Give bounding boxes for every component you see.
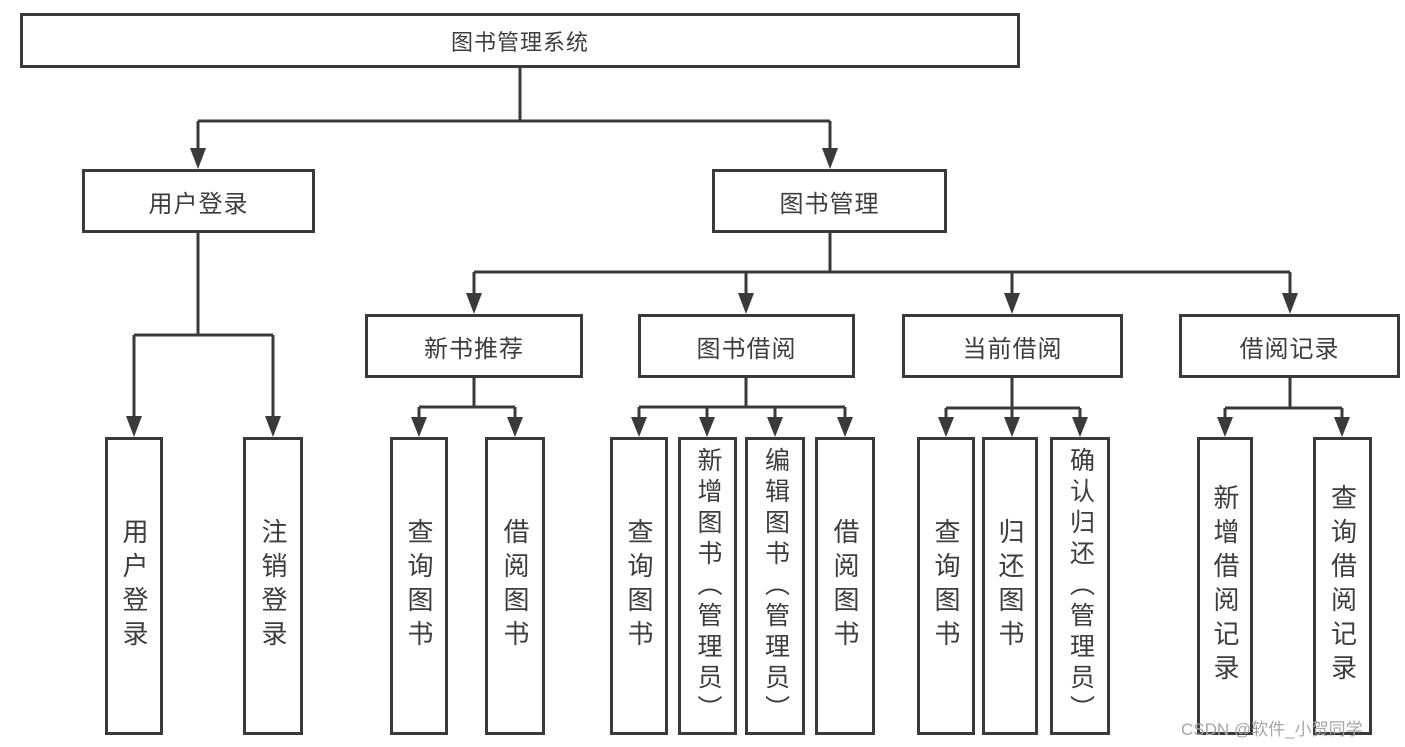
leaf-add-book-admin: 新增图书（管理员） xyxy=(678,437,737,735)
arrowhead-icon xyxy=(738,293,754,314)
node-root: 图书管理系统 xyxy=(20,13,1020,68)
connector-current-borrowing-to-leaves xyxy=(938,378,1088,437)
connector-book-borrowing-to-leaves xyxy=(631,378,853,437)
leaf-query-books-current: 查询图书 xyxy=(917,437,975,735)
node-user-login: 用户登录 xyxy=(82,169,315,233)
leaf-confirm-return-admin: 确认归还（管理员） xyxy=(1050,437,1110,735)
leaf-query-books-recommend: 查询图书 xyxy=(390,437,448,735)
node-book-borrowing: 图书借阅 xyxy=(638,314,855,378)
leaf-add-borrow-record: 新增借阅记录 xyxy=(1197,437,1253,735)
arrowhead-icon xyxy=(631,417,647,437)
leaf-query-borrow-record: 查询借阅记录 xyxy=(1313,437,1372,735)
leaf-edit-book-admin: 编辑图书（管理员） xyxy=(745,437,805,735)
leaf-query-books-borrowing: 查询图书 xyxy=(610,437,668,735)
leaf-logout: 注销登录 xyxy=(243,437,303,735)
arrowhead-icon xyxy=(507,417,523,437)
node-book-management: 图书管理 xyxy=(712,169,947,233)
connector-root-to-level2 xyxy=(190,68,838,169)
arrowhead-icon xyxy=(1072,417,1088,437)
arrowhead-icon xyxy=(1217,417,1233,437)
arrowhead-icon xyxy=(822,148,838,169)
node-new-book-recommendation: 新书推荐 xyxy=(365,314,583,378)
leaf-borrow-books-recommend: 借阅图书 xyxy=(485,437,545,735)
arrowhead-icon xyxy=(699,417,715,437)
connector-borrowing-records-to-leaves xyxy=(1217,378,1350,437)
node-current-borrowing: 当前借阅 xyxy=(902,314,1123,378)
arrowhead-icon xyxy=(767,417,783,437)
arrowhead-icon xyxy=(265,416,281,437)
arrowhead-icon xyxy=(190,148,206,169)
leaf-user-login: 用户登录 xyxy=(105,437,163,735)
arrowhead-icon xyxy=(1282,293,1298,314)
connector-user-login-to-leaves xyxy=(126,233,281,437)
arrowhead-icon xyxy=(411,417,427,437)
csdn-watermark: CSDN @软件_小贺同学 xyxy=(1181,720,1363,739)
leaf-return-books: 归还图书 xyxy=(982,437,1038,735)
arrowhead-icon xyxy=(1004,417,1020,437)
arrowhead-icon xyxy=(466,293,482,314)
arrowhead-icon xyxy=(837,417,853,437)
leaf-borrow-books-borrowing: 借阅图书 xyxy=(815,437,875,735)
arrowhead-icon xyxy=(1004,293,1020,314)
arrowhead-icon xyxy=(1334,417,1350,437)
arrowhead-icon xyxy=(126,416,142,437)
connector-book-management-to-level3 xyxy=(466,233,1298,314)
node-borrowing-records: 借阅记录 xyxy=(1179,314,1400,378)
arrowhead-icon xyxy=(938,417,954,437)
connector-new-book-recommendation-to-leaves xyxy=(411,378,523,437)
